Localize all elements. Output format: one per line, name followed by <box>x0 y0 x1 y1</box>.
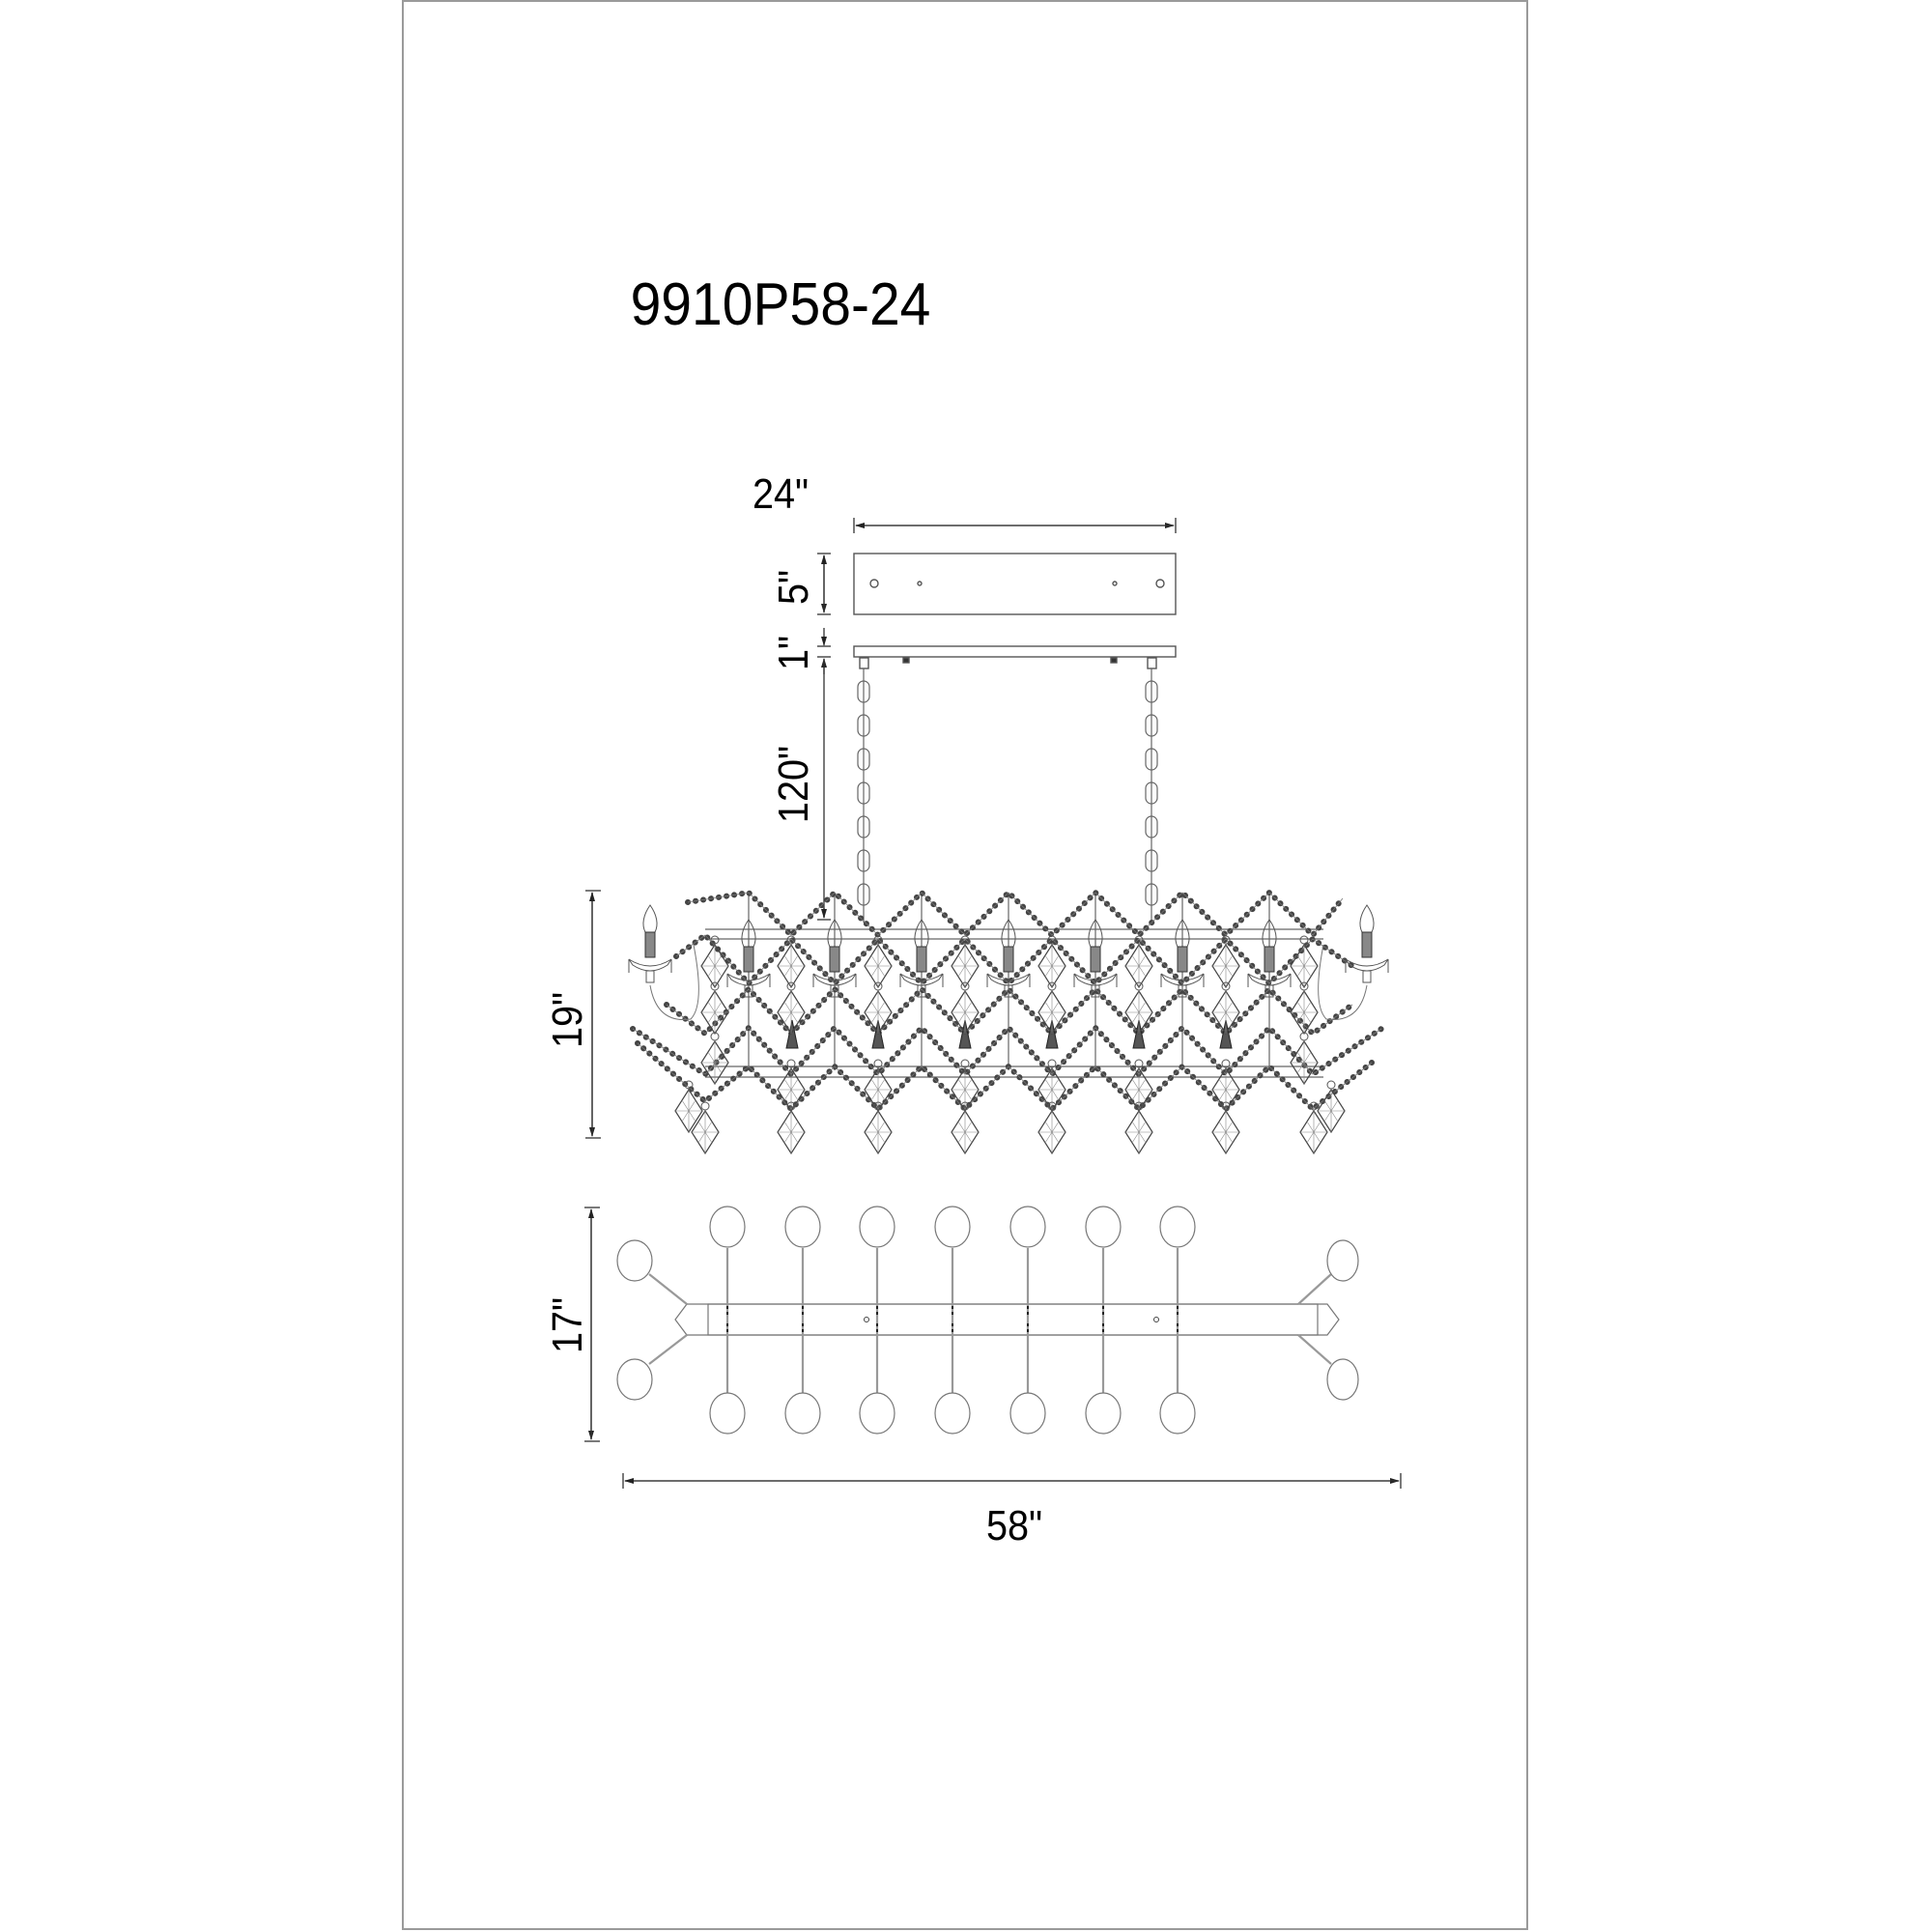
fixture-width-dimension <box>622 1473 1402 1489</box>
suspension-chains <box>857 668 1158 923</box>
mounting-plate <box>853 645 1177 669</box>
right-chain <box>1145 668 1158 923</box>
left-chain <box>857 668 870 923</box>
model-number-title: 9910P58-24 <box>630 271 931 338</box>
fixture-height-dimension <box>585 890 601 1139</box>
canopy <box>853 553 1177 615</box>
fixture-width-label: 58" <box>985 1502 1043 1549</box>
vertical-dimensions <box>817 553 831 921</box>
drawing-frame <box>402 0 1528 1930</box>
chandelier-top-view <box>616 1206 1359 1435</box>
canopy-width-label: 24" <box>752 470 810 518</box>
canopy-width-dimension <box>853 518 1177 533</box>
fixture-depth-dimension <box>584 1207 600 1442</box>
chandelier-side-view <box>628 888 1389 1154</box>
